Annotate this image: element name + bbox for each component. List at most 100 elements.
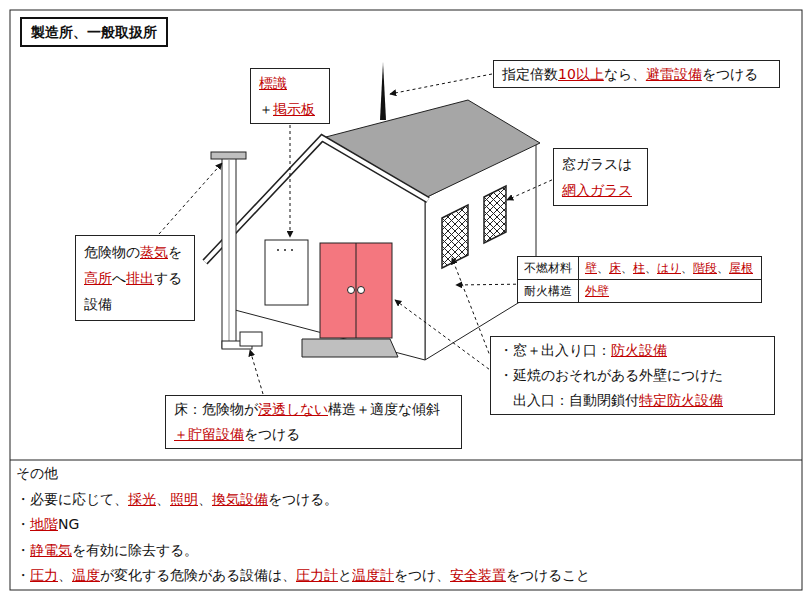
text-run: をつける [702, 66, 758, 82]
key-term: 防火設備 [611, 342, 667, 358]
text-line: ・延焼のおそれがある外壁につけた [499, 363, 766, 388]
key-term: 圧力計 [296, 567, 338, 583]
text-run: 構造＋適度な傾斜 [328, 401, 440, 417]
key-term: 網入ガラス [562, 182, 632, 198]
callout-box: 窓ガラスは 網入ガラス [553, 148, 648, 206]
text-line: 窓ガラスは [562, 151, 639, 177]
callout-box: 標識 ＋掲示板 [250, 68, 330, 124]
key-term: 柱 [633, 261, 645, 275]
text-run: をつける。 [268, 491, 338, 507]
text-run: 、 [645, 261, 657, 275]
text-run: なら、 [604, 66, 646, 82]
callout-text: ・圧力、温度が変化する危険がある設備は、圧力計と温度計をつけ、安全装置をつけるこ… [16, 563, 796, 589]
gable-trim [205, 138, 428, 262]
title: 製造所、一般取扱所 [31, 22, 157, 42]
vent-cap [211, 152, 246, 159]
text-line: 標識 [259, 70, 321, 96]
text-run: 、 [198, 491, 212, 507]
text-line: 危険物の蒸気を [84, 239, 186, 265]
text-line: 網入ガラス [562, 177, 639, 203]
text-run: する [154, 270, 182, 286]
text-run: 、 [58, 567, 72, 583]
key-term: 温度 [72, 567, 100, 583]
material-table: 不燃材料壁、床、柱、はり、階段、屋根耐火構造外壁 [517, 256, 762, 303]
text-run: NG [58, 516, 79, 532]
key-term: 屋根 [729, 261, 753, 275]
text-run: が変化する危険がある設備は、 [100, 567, 296, 583]
text-run: ・ [16, 542, 30, 558]
text-run: 指定倍数 [502, 66, 558, 82]
text-run: 製造所、一般取扱所 [31, 24, 157, 40]
key-term: 排出 [126, 270, 154, 286]
leader-line [159, 163, 222, 234]
divider [10, 460, 802, 461]
key-term: 静電気 [30, 542, 72, 558]
key-term: はり [657, 261, 681, 275]
leader-line [290, 125, 291, 237]
leader-line [452, 258, 489, 353]
key-term: 避雷設備 [646, 66, 702, 82]
callout-text: 床：危険物が浸透しない構造＋適度な傾斜 ＋貯留設備をつける [174, 397, 453, 447]
text-line: 耐火構造 [524, 282, 572, 300]
text-run: を [168, 244, 182, 260]
text-run: 設備 [84, 296, 112, 312]
text-run: ・ [16, 567, 30, 583]
text-run: 窓ガラスは [562, 156, 632, 172]
key-term: 換気設備 [212, 491, 268, 507]
gable-trim [205, 138, 428, 262]
vent-pipe [222, 158, 236, 348]
text-line: 不燃材料 [524, 259, 572, 277]
text-run: ・ [16, 516, 30, 532]
key-term: ＋貯留設備 [174, 426, 244, 442]
text-run: をつけ、 [394, 567, 450, 583]
notes-panel: その他・必要に応じて、採光、照明、換気設備をつける。・地階NG・静電気を有効に除… [10, 461, 802, 589]
door [320, 243, 392, 338]
door-step [302, 339, 398, 357]
key-term: 特定防火設備 [639, 392, 723, 408]
callout-text: ・延焼のおそれがある外壁につけた出入口：自動閉鎖付特定防火設備 [499, 363, 766, 413]
text-run: と [338, 567, 352, 583]
text-run: 床：危険物が [174, 401, 258, 417]
text-run: その他 [16, 465, 58, 481]
storage-pit [240, 332, 262, 346]
table-cell: 外壁 [579, 280, 762, 303]
text-run: ・窓＋出入り口： [499, 342, 611, 358]
text-line: 床：危険物が浸透しない構造＋適度な傾斜 [174, 397, 453, 422]
text-line: 外壁 [585, 282, 755, 300]
callout-text: ・必要に応じて、採光、照明、換気設備をつける。 [16, 487, 796, 513]
callout-text: 窓ガラスは 網入ガラス [562, 151, 639, 203]
text-run: 、 [156, 491, 170, 507]
text-line: ・窓＋出入り口：防火設備 [499, 338, 766, 363]
text-run: 、 [621, 261, 633, 275]
leader-line [395, 300, 489, 369]
key-term: 外壁 [585, 284, 609, 298]
callout-box: 危険物の蒸気を 高所へ排出する 設備 [75, 235, 195, 321]
callout-text: 危険物の蒸気を 高所へ排出する 設備 [84, 239, 186, 317]
callout-text: ・静電気を有効に除去する。 [16, 538, 796, 564]
text-line: 高所へ排出する [84, 265, 186, 291]
key-term: 安全装置 [450, 567, 506, 583]
key-term: 標識 [259, 75, 287, 91]
text-line: その他 [16, 461, 796, 487]
title-box: 製造所、一般取扱所 [20, 17, 168, 47]
leader-line [390, 74, 492, 94]
text-run: を有効に除去する。 [72, 542, 198, 558]
callout-box: ・窓＋出入り口：防火設備・延焼のおそれがある外壁につけた出入口：自動閉鎖付特定防… [490, 336, 775, 415]
text-run: 、 [597, 261, 609, 275]
text-run: ＋ [259, 101, 273, 117]
notice-board [265, 240, 308, 305]
outer-frame [10, 10, 802, 590]
key-term: 10以上 [558, 66, 604, 82]
front-wall [235, 140, 425, 360]
callout-box: 床：危険物が浸透しない構造＋適度な傾斜 ＋貯留設備をつける [165, 395, 462, 449]
text-line: ＋貯留設備をつける [174, 422, 453, 447]
text-run: をつけること [506, 567, 590, 583]
key-term: 床 [609, 261, 621, 275]
wired-glass-window [442, 205, 468, 268]
text-run: へ [112, 270, 126, 286]
text-line: ・圧力、温度が変化する危険がある設備は、圧力計と温度計をつけ、安全装置をつけるこ… [16, 563, 796, 589]
table-cell: 不燃材料 [518, 257, 579, 280]
text-run: 、 [717, 261, 729, 275]
text-run: 耐火構造 [524, 284, 572, 298]
